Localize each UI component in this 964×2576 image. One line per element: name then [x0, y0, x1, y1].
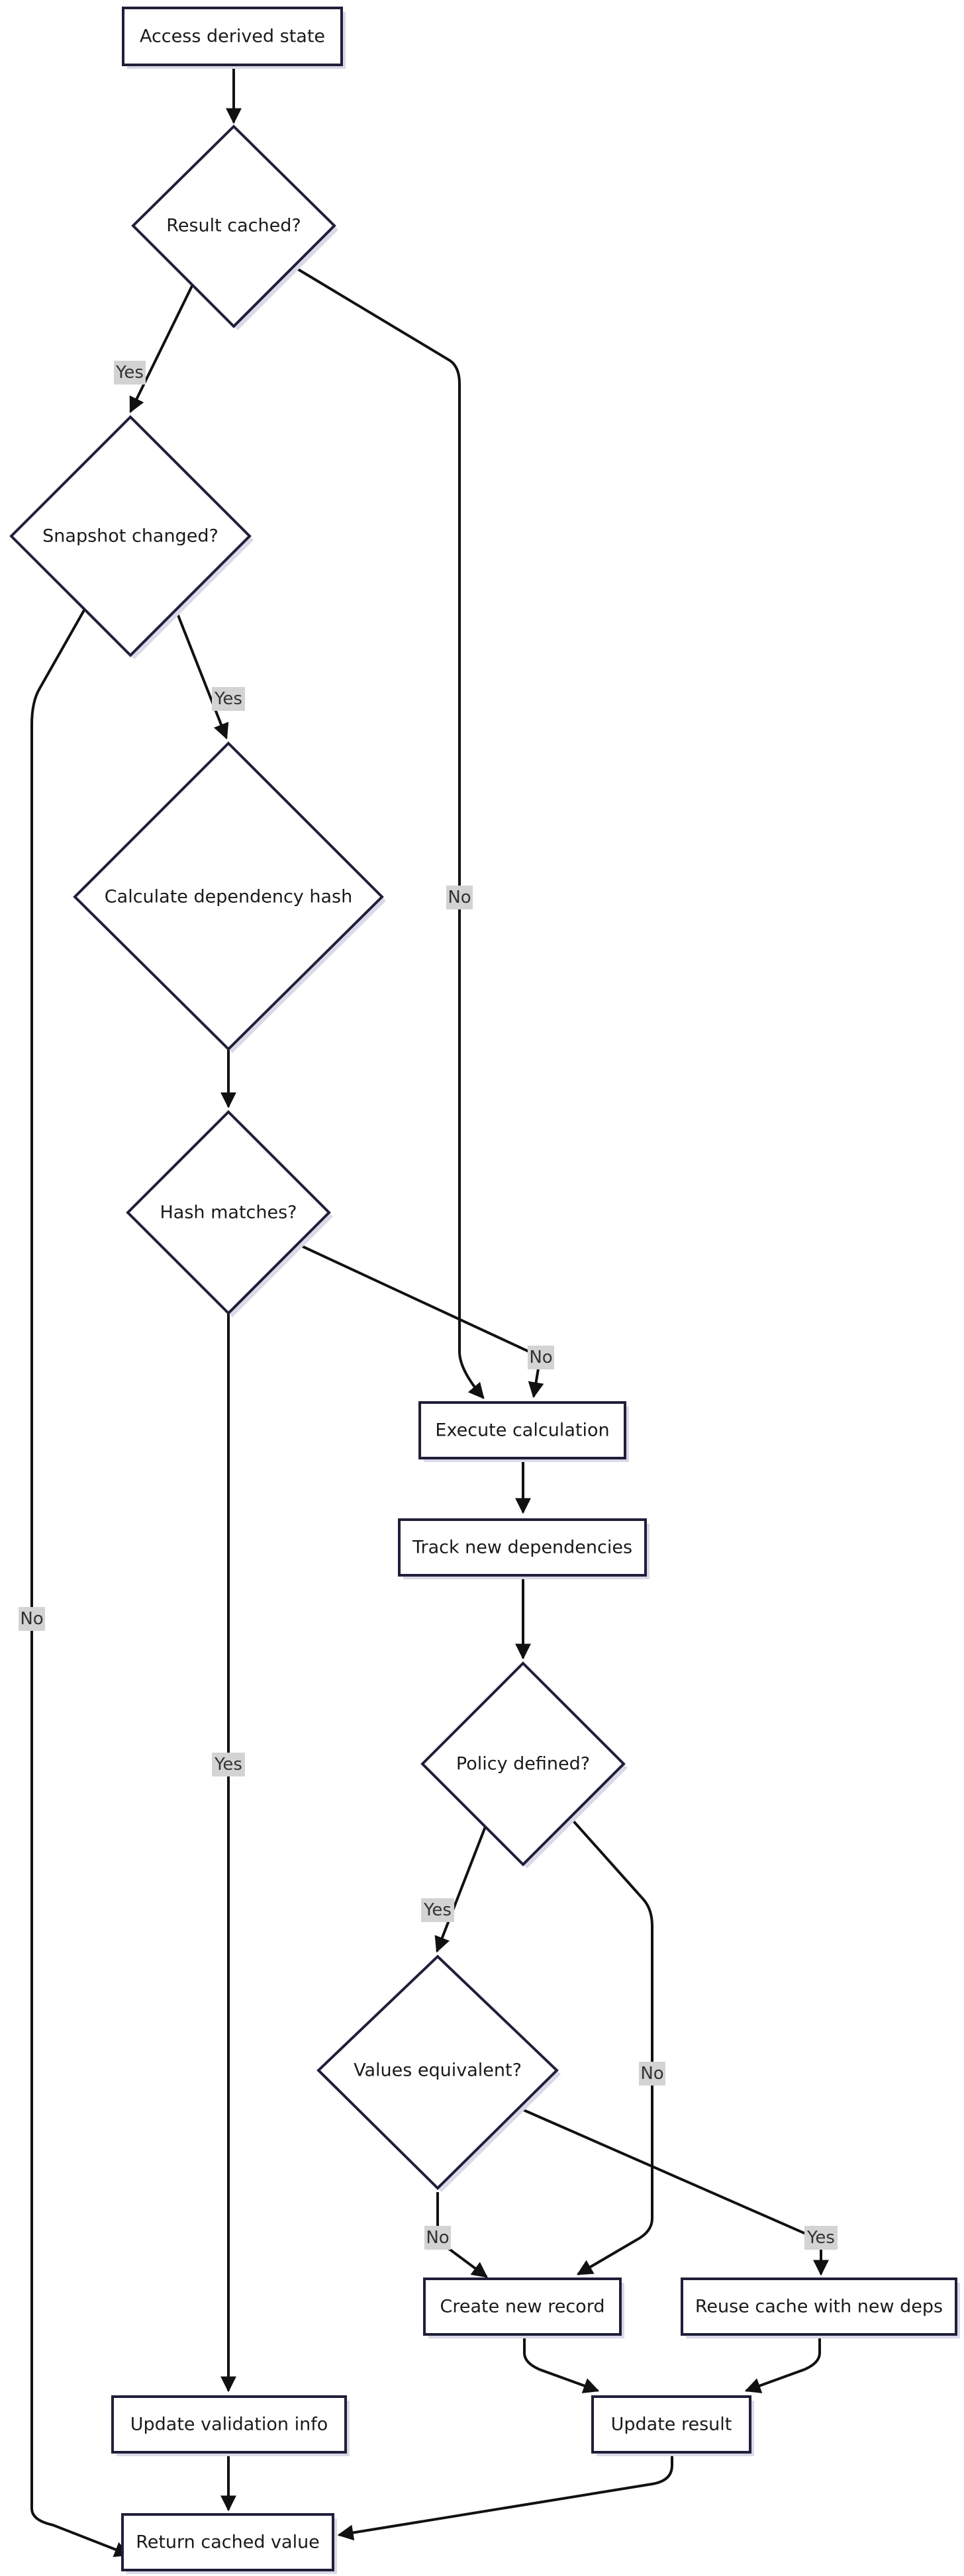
node-update-validation-info[interactable]: Update validation info [111, 2395, 350, 2456]
svg-text:Update validation info: Update validation info [130, 2415, 328, 2435]
edge-label-policy-defined-no: No [639, 2062, 665, 2086]
svg-text:Result cached?: Result cached? [166, 216, 301, 236]
edge-create-to-update-result [523, 2338, 600, 2393]
edge-label-result-cached-yes: Yes [114, 361, 146, 385]
svg-text:Create new record: Create new record [440, 2297, 605, 2317]
edge-result-cached-no [295, 267, 485, 1399]
svg-text:Yes: Yes [115, 363, 144, 383]
node-policy-defined[interactable]: Policy defined? [420, 1661, 628, 1868]
edge-reuse-to-update-result [744, 2338, 821, 2393]
svg-text:Update result: Update result [611, 2415, 732, 2435]
node-values-equivalent[interactable]: Values equivalent? [316, 1955, 561, 2192]
node-update-result[interactable]: Update result [591, 2395, 754, 2456]
edge-label-values-equivalent-no: No [424, 2226, 451, 2250]
node-reuse-cache-with-new-deps[interactable]: Reuse cache with new deps [681, 2277, 960, 2338]
edge-result-cached-yes [129, 285, 193, 414]
edge-label-values-equivalent-yes: Yes [804, 2226, 838, 2250]
svg-text:No: No [20, 1609, 43, 1629]
node-snapshot-changed[interactable]: Snapshot changed? [9, 415, 254, 659]
edge-label-result-cached-no: No [446, 886, 473, 909]
svg-text:Yes: Yes [423, 1900, 452, 1920]
edge-hash-matches-no [297, 1243, 544, 1399]
svg-text:Values equivalent?: Values equivalent? [354, 2060, 522, 2081]
edge-label-hash-matches-no: No [528, 1346, 554, 1369]
node-hash-matches[interactable]: Hash matches? [126, 1110, 333, 1317]
edge-policy-defined-no [570, 1817, 653, 2276]
node-calculate-dependency-hash[interactable]: Calculate dependency hash [73, 741, 386, 1053]
node-create-new-record[interactable]: Create new record [423, 2277, 624, 2338]
svg-text:Track new dependencies: Track new dependencies [412, 1538, 632, 1558]
node-return-cached-value[interactable]: Return cached value [121, 2513, 337, 2574]
edge-snapshot-changed-yes [175, 610, 229, 740]
svg-text:No: No [426, 2228, 449, 2248]
svg-text:Snapshot changed?: Snapshot changed? [42, 526, 218, 547]
edge-labels: Yes No Yes No No Yes Yes No [19, 361, 838, 2250]
edge-policy-defined-yes [434, 1826, 487, 1953]
svg-text:Calculate dependency hash: Calculate dependency hash [105, 887, 352, 907]
svg-text:Yes: Yes [214, 1755, 242, 1774]
svg-text:Reuse cache with new deps: Reuse cache with new deps [695, 2297, 943, 2317]
svg-text:No: No [448, 888, 471, 907]
node-track-new-dependencies[interactable]: Track new dependencies [398, 1518, 650, 1579]
edge-label-policy-defined-yes: Yes [421, 1898, 454, 1922]
svg-text:Yes: Yes [806, 2228, 835, 2248]
node-execute-calculation[interactable]: Execute calculation [418, 1401, 629, 1462]
edge-label-snapshot-changed-yes: Yes [212, 687, 245, 711]
svg-text:Hash matches?: Hash matches? [160, 1203, 297, 1223]
nodes: Access derived state Result cached? Snap… [9, 7, 960, 2574]
node-access-derived-state[interactable]: Access derived state [122, 7, 346, 69]
svg-text:No: No [529, 1348, 552, 1367]
svg-text:No: No [640, 2064, 663, 2084]
svg-text:Execute calculation: Execute calculation [435, 1420, 609, 1441]
edge-update-result-to-return [337, 2454, 673, 2541]
node-result-cached[interactable]: Result cached? [131, 124, 338, 330]
edge-values-equivalent-yes [518, 2107, 829, 2276]
svg-text:Access derived state: Access derived state [140, 26, 325, 47]
edge-label-snapshot-changed-no: No [19, 1607, 45, 1631]
svg-text:Policy defined?: Policy defined? [456, 1754, 590, 1774]
svg-text:Return cached value: Return cached value [136, 2532, 320, 2553]
edge-label-hash-matches-yes: Yes [212, 1753, 245, 1776]
svg-text:Yes: Yes [214, 689, 242, 709]
